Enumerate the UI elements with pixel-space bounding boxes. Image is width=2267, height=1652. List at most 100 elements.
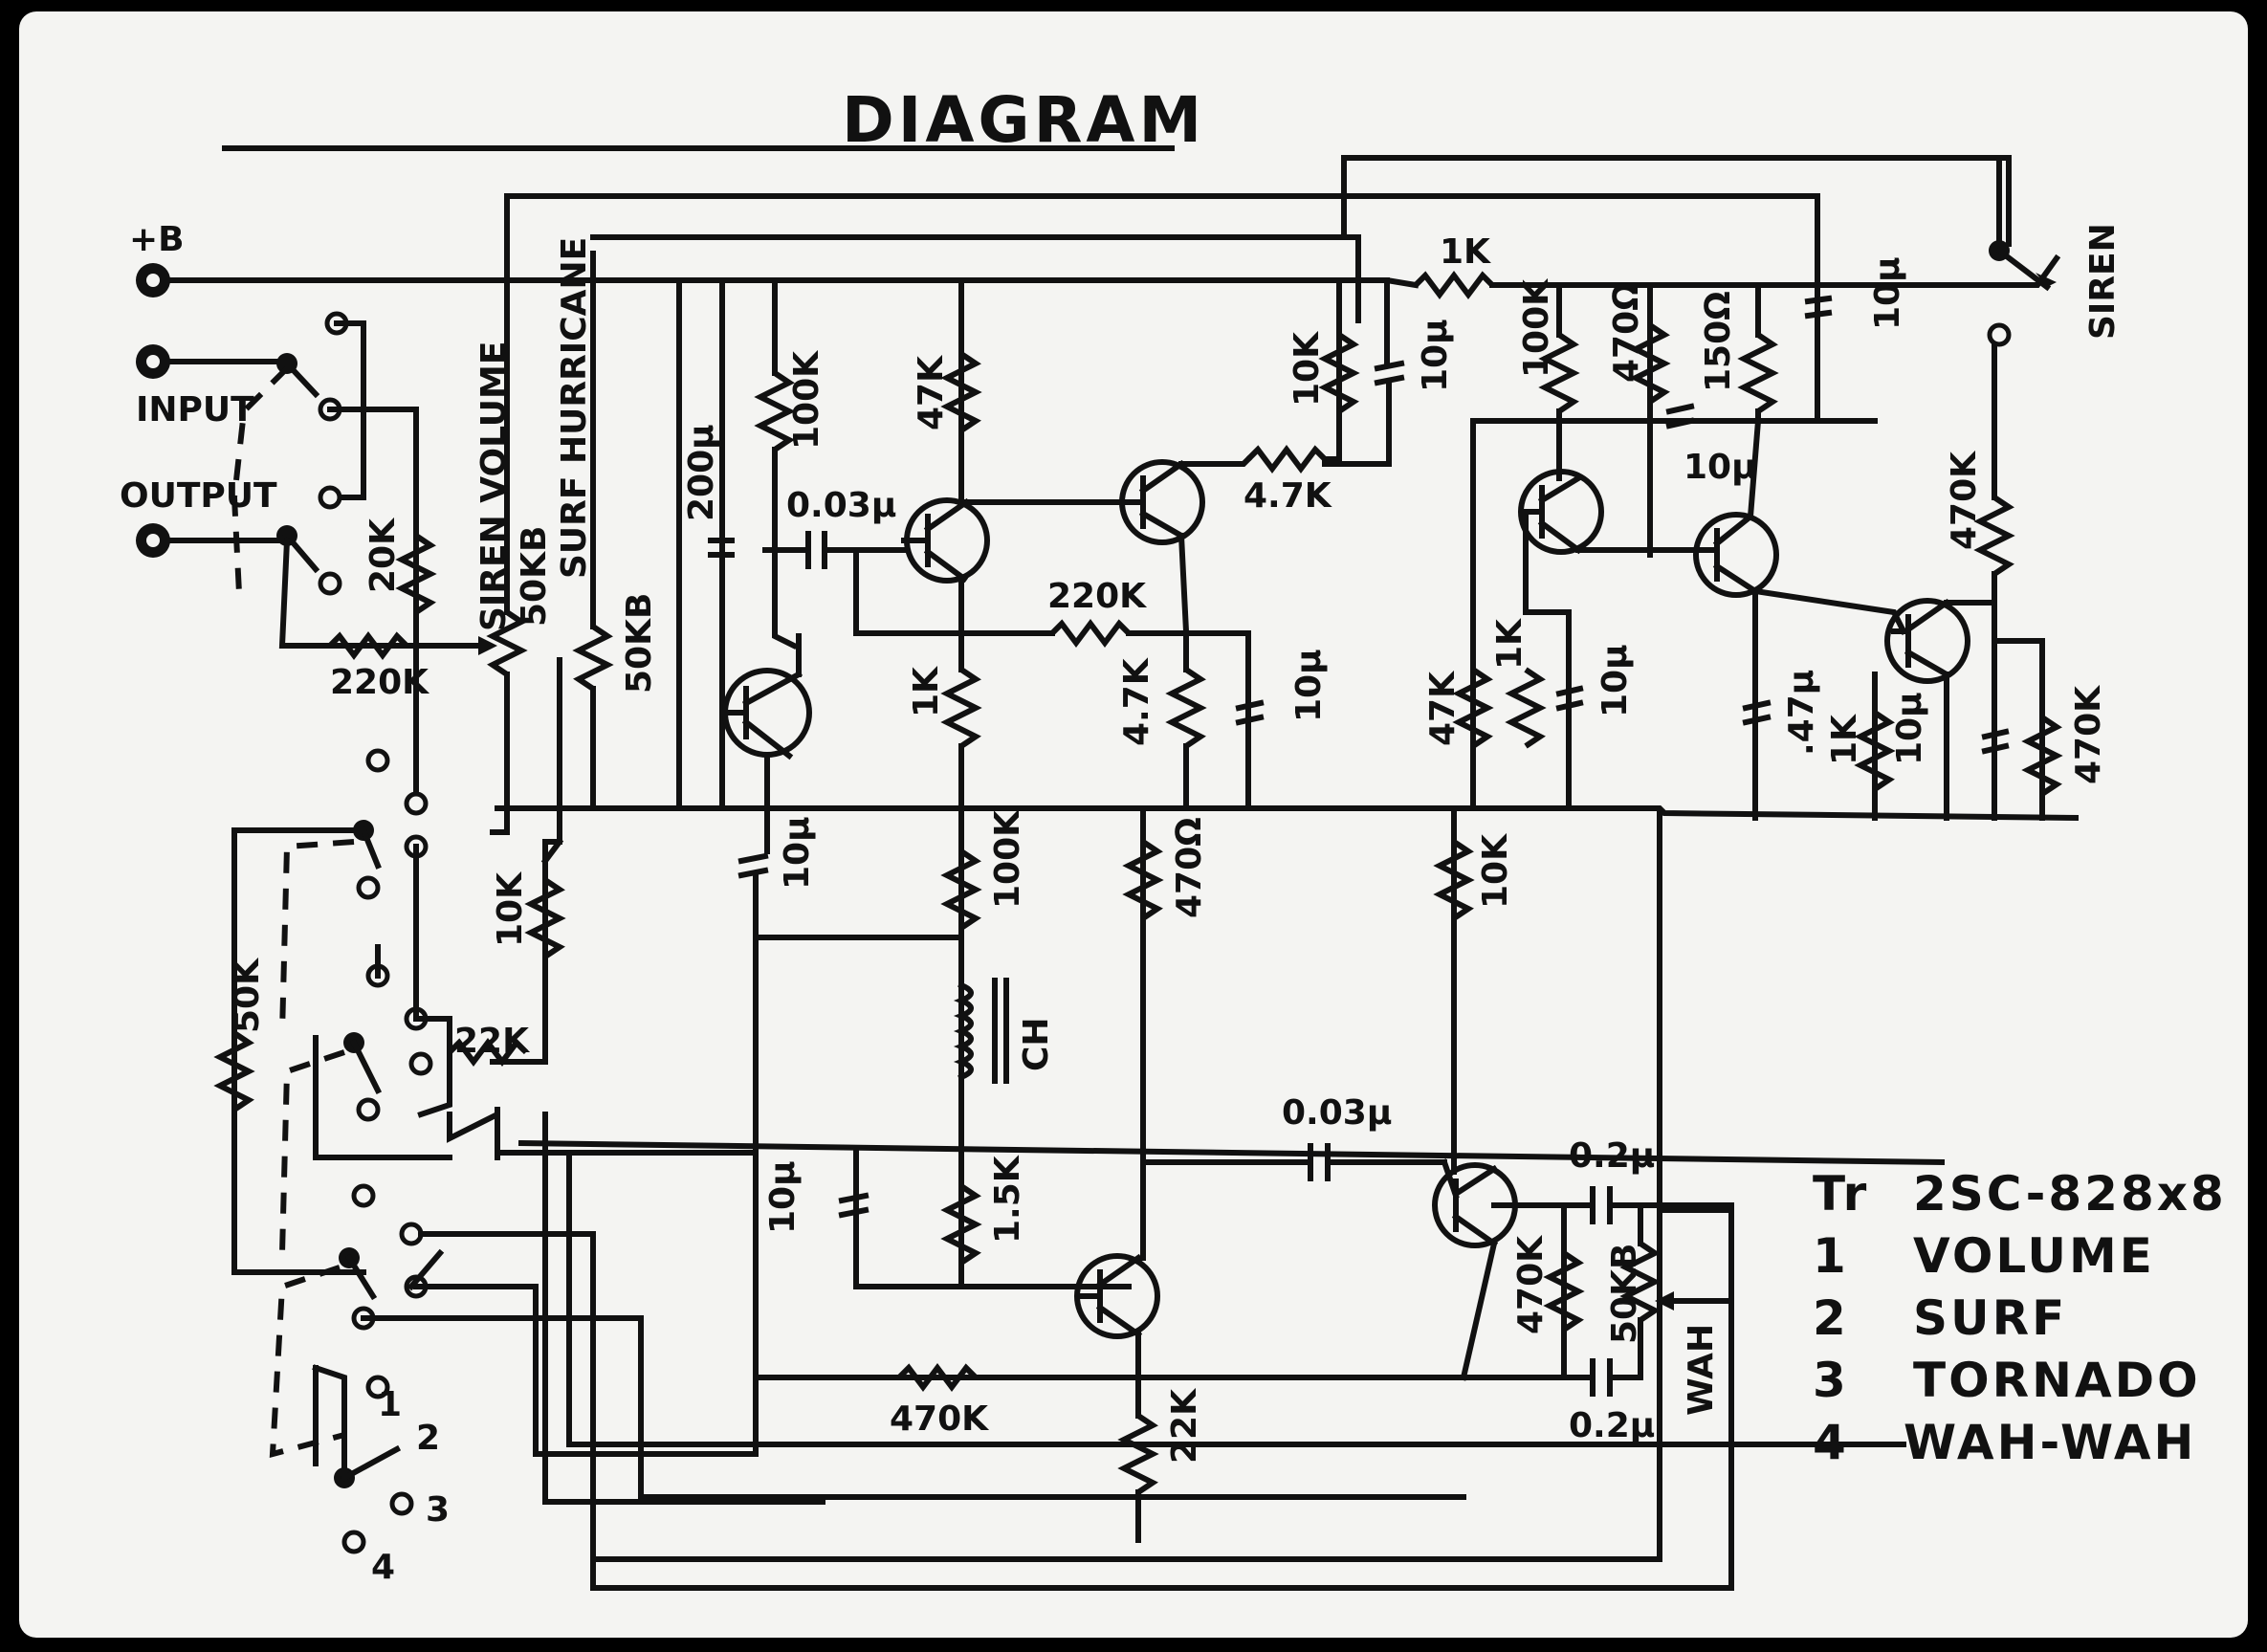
label-47k-a: 47K	[912, 355, 951, 430]
transistor-q5	[1693, 512, 1779, 598]
wire-4k7-up	[1322, 277, 1342, 462]
label-1k-a: 1K	[907, 666, 946, 717]
wire-220k-b-right	[1126, 630, 1251, 811]
siren-volume-pot[interactable]	[486, 193, 528, 835]
input-switch[interactable]	[167, 311, 481, 806]
wire-q3-emitter	[1178, 532, 1189, 672]
label-22k-out: 22K	[1165, 1388, 1204, 1464]
label-22k-switch: 22K	[454, 1022, 530, 1061]
output-label: OUTPUT	[120, 476, 277, 516]
resistor-100k-c	[940, 848, 982, 931]
legend-item-2-name: SURF	[1913, 1290, 2067, 1346]
siren-label: SIREN	[2083, 223, 2123, 340]
diagram-title: DIAGRAM	[842, 83, 1205, 157]
wire-top-2	[590, 234, 1361, 323]
choke-coil	[953, 978, 1009, 1084]
label-100k-c: 100K	[988, 809, 1027, 909]
resistor-10k-a	[1318, 332, 1360, 414]
wah-pot[interactable]	[1619, 1202, 1674, 1380]
siren-volume-pot-value: 50KB	[515, 526, 554, 627]
label-470k-a: 470K	[1945, 451, 1984, 550]
label-0-47u: .47µ	[1782, 670, 1821, 756]
label-100k-b: 100K	[1517, 278, 1556, 378]
wire-10ug	[853, 1145, 1132, 1289]
label-1-5k: 1.5K	[988, 1155, 1027, 1244]
wire-top-3	[1341, 155, 2012, 247]
label-100k-a: 100K	[787, 350, 826, 450]
resistor-100k-a	[754, 370, 796, 452]
resistor-470-a	[1629, 322, 1671, 405]
label-1k-c: 1K	[1825, 714, 1864, 765]
resistor-220k-b	[1049, 619, 1132, 648]
label-220k-input: 220K	[330, 663, 429, 702]
output-jack[interactable]	[136, 523, 170, 558]
capacitor-10u-g	[838, 1192, 869, 1219]
legend-tr-label: Tr	[1813, 1166, 1869, 1222]
wire-lower-long	[517, 1139, 1946, 1166]
mode-switch-bank[interactable]: 1 2 3 4	[231, 748, 1734, 1591]
label-10u-a: 10µ	[1416, 319, 1455, 392]
selector-pos-4: 4	[371, 1548, 395, 1587]
surf-hurricane-pot[interactable]	[490, 251, 614, 1065]
resistor-47k-b	[1452, 667, 1494, 749]
label-10u-e: 10µ	[1890, 692, 1929, 765]
resistor-1k-a	[940, 667, 982, 749]
wire-100k-base	[772, 447, 799, 650]
surf-pot-value: 50KB	[620, 593, 659, 694]
wire-q8-emitter	[1460, 1240, 1498, 1381]
resistor-4-7k-b	[1165, 667, 1207, 749]
wire-q5-collector	[1747, 417, 1762, 520]
label-wah-pot: 50KB	[1605, 1244, 1644, 1344]
selector-pos-3: 3	[426, 1490, 450, 1530]
label-470k-d: 470K	[1511, 1235, 1551, 1334]
power-jack[interactable]	[136, 263, 170, 297]
wire-top-1	[504, 193, 1878, 424]
label-1k-top: 1K	[1440, 232, 1491, 272]
label-50k: 50K	[228, 958, 267, 1033]
label-0-2u-a: 0.2µ	[1569, 1136, 1655, 1176]
label-4-7k-a: 4.7K	[1244, 476, 1332, 516]
resistor-470k-d	[1543, 1250, 1585, 1333]
label-150: 150Ω	[1699, 291, 1738, 392]
surf-hurricane-label: SURF HURRICANE	[555, 237, 594, 579]
wah-label: WAH	[1682, 1324, 1721, 1416]
selector-pos-1: 1	[378, 1385, 402, 1424]
legend-item-1-name: VOLUME	[1913, 1228, 2155, 1284]
resistor-1-5k	[940, 1183, 982, 1266]
transistor-q1	[719, 633, 812, 854]
label-10u-g: 10µ	[763, 1160, 803, 1234]
capacitor-10u-c	[1665, 403, 1695, 430]
capacitor-10u-b	[1235, 699, 1265, 726]
transistor-q2	[901, 497, 990, 584]
plus-b-rail	[167, 277, 1420, 289]
legend-item-3-num: 3	[1813, 1353, 1849, 1408]
resistor-1k-top	[1413, 271, 1495, 299]
transistor-q6	[1884, 598, 1970, 684]
ground-rail	[495, 805, 2080, 822]
label-10u-f: 10µ	[778, 816, 817, 890]
plus-b-rail-right	[1489, 253, 2061, 288]
resistor-50k	[213, 1030, 255, 1112]
legend-item-1-num: 1	[1813, 1228, 1849, 1284]
input-jack[interactable]	[136, 344, 170, 379]
label-choke: CH	[1017, 1017, 1056, 1071]
label-10u-b: 10µ	[1289, 649, 1329, 722]
legend: Tr 2SC-828x8 1 VOLUME 2 SURF 3 TORNADO 4…	[1813, 1166, 2224, 1470]
legend-item-4-name: WAH-WAH	[1904, 1415, 2196, 1470]
resistor-1k-c	[1854, 710, 1896, 792]
label-10u-top: 10µ	[1868, 256, 1907, 330]
label-003a: 0.03µ	[786, 486, 896, 525]
resistor-220k-input	[327, 631, 409, 660]
resistor-470-b	[1122, 839, 1164, 921]
label-220k-b: 220K	[1047, 577, 1147, 616]
label-470-b: 470Ω	[1170, 817, 1209, 918]
resistor-470k-b	[2021, 715, 2063, 797]
capacitor-10u-d	[1555, 685, 1584, 712]
label-0-2u-b: 0.2µ	[1569, 1406, 1655, 1445]
siren-switch[interactable]	[1341, 155, 2057, 347]
wire-220k-b-left	[853, 547, 1055, 636]
transistor-q7	[1074, 1253, 1160, 1339]
label-10u-c: 10µ	[1684, 448, 1757, 487]
capacitor-200u	[708, 538, 735, 558]
